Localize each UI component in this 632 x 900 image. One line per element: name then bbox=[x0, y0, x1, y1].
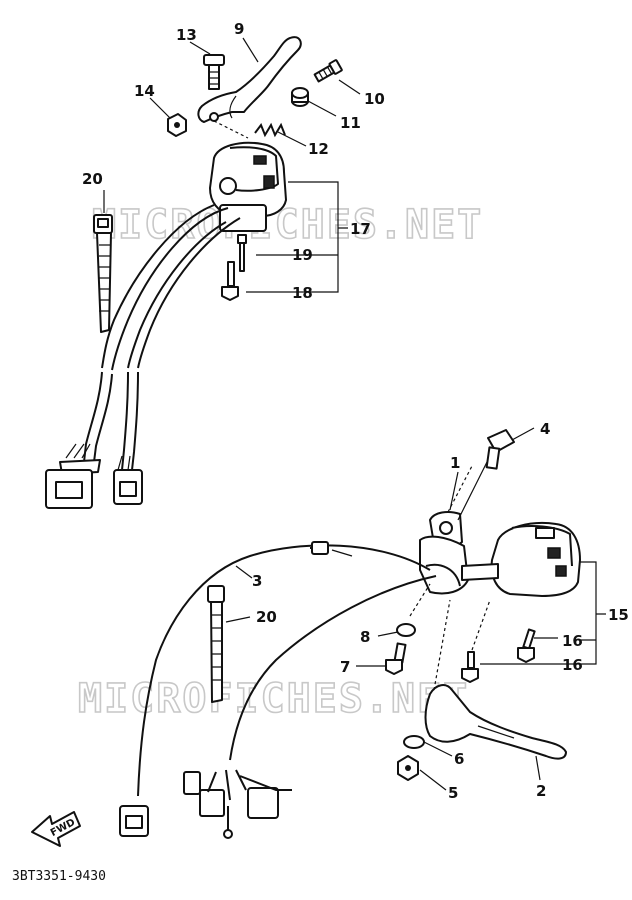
callout-7: 7 bbox=[340, 658, 350, 676]
callout-3: 3 bbox=[252, 572, 262, 590]
connector-left-b bbox=[113, 455, 143, 505]
callout-16a: 16 bbox=[562, 632, 583, 650]
callout-13: 13 bbox=[176, 26, 197, 44]
callout-20a: 20 bbox=[82, 170, 103, 188]
collar-part-11[interactable] bbox=[291, 87, 309, 107]
switch-housing-part-15[interactable] bbox=[490, 522, 581, 597]
screw-part-16-upper[interactable] bbox=[517, 628, 536, 663]
throttle-cable-part-3[interactable] bbox=[137, 541, 431, 797]
callout-1: 1 bbox=[450, 454, 460, 472]
screw-part-16-lower[interactable] bbox=[461, 651, 479, 683]
callout-11: 11 bbox=[340, 114, 361, 132]
callout-16b: 16 bbox=[562, 656, 583, 674]
lever-part-9[interactable] bbox=[197, 36, 302, 123]
callout-14: 14 bbox=[134, 82, 155, 100]
callout-4: 4 bbox=[540, 420, 550, 438]
callout-2: 2 bbox=[536, 782, 546, 800]
callout-10: 10 bbox=[364, 90, 385, 108]
watermark-bottom: MICROFICHES.NET bbox=[78, 676, 469, 722]
callout-9: 9 bbox=[234, 20, 244, 38]
bolt-part-4[interactable] bbox=[485, 429, 515, 470]
connector-lower-cluster bbox=[183, 769, 292, 839]
spring-part-12[interactable] bbox=[254, 122, 286, 138]
callout-15: 15 bbox=[608, 606, 629, 624]
callout-18: 18 bbox=[292, 284, 313, 302]
callout-19: 19 bbox=[292, 246, 313, 264]
left-handlebar-assembly bbox=[45, 36, 361, 509]
bolt-part-7[interactable] bbox=[385, 642, 407, 675]
callout-6: 6 bbox=[454, 750, 464, 768]
callout-8: 8 bbox=[360, 628, 370, 646]
screw-part-19[interactable] bbox=[237, 234, 247, 272]
callout-20b: 20 bbox=[256, 608, 277, 626]
connector-left-a bbox=[45, 443, 101, 509]
callout-5: 5 bbox=[448, 784, 458, 802]
diagram-code: 3BT3351-9430 bbox=[12, 869, 106, 884]
washer-part-8[interactable] bbox=[396, 623, 416, 637]
watermark-top: MICROFICHES.NET bbox=[92, 202, 483, 248]
right-handlebar-assembly bbox=[119, 427, 606, 839]
lever-holder-part-1[interactable] bbox=[419, 511, 469, 595]
screw-part-18[interactable] bbox=[221, 261, 239, 301]
cable-band-part-20-lower[interactable] bbox=[207, 585, 225, 703]
bolt-part-13[interactable] bbox=[203, 54, 225, 90]
fwd-arrow-icon: FWD bbox=[31, 811, 81, 847]
callout-12: 12 bbox=[308, 140, 329, 158]
cable-band-part-20[interactable] bbox=[93, 214, 113, 333]
oring-part-6[interactable] bbox=[403, 735, 425, 749]
callout-17: 17 bbox=[350, 220, 371, 238]
lever-part-2[interactable] bbox=[424, 684, 567, 760]
screw-part-10[interactable] bbox=[313, 59, 343, 83]
connector-lower-single bbox=[119, 805, 149, 837]
